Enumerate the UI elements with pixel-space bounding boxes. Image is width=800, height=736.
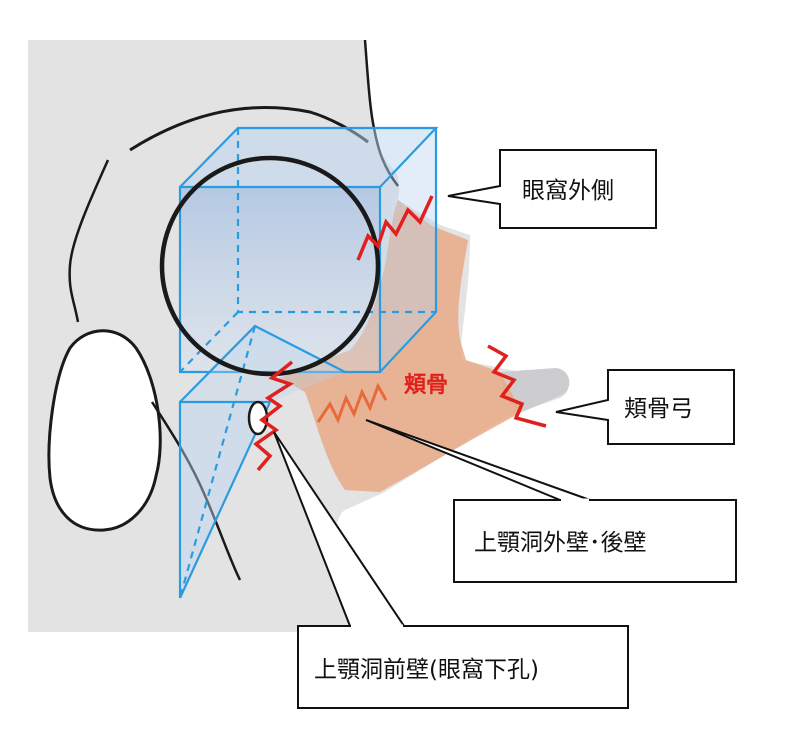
fracture-zygomatic-arch: [487, 344, 547, 428]
buttress-model: [178, 126, 439, 599]
callout-zygomatic-arch-box: [555, 369, 735, 445]
zygoma-label: 頬骨: [404, 373, 448, 398]
nasal-aperture: [47, 329, 162, 532]
upper-cube-hidden-diagonal: [179, 311, 239, 373]
callout-maxillary-lateral-box: [453, 499, 737, 583]
nasal-line: [68, 159, 110, 323]
upper-cube-top-edges: [179, 126, 439, 188]
lower-prism-hidden-slant: [178, 325, 257, 599]
callout-maxillary-anterior: 上顎洞前壁(眼窩下孔): [273, 431, 629, 709]
maxilla-outline: [150, 401, 242, 581]
callout-maxillary-lateral-text: 上顎洞外壁･後壁: [474, 530, 647, 556]
callout-orbit-lateral-text: 眼窩外側: [522, 178, 614, 204]
callout-zygomatic-arch: 頬骨弓: [555, 369, 735, 445]
lower-prism-front-slant: [179, 401, 271, 599]
callout-maxillary-anterior-box: [297, 625, 629, 709]
callout-maxillary-lateral: 上顎洞外壁･後壁: [365, 419, 737, 583]
lower-prism-top: [180, 326, 345, 402]
zygoma-bone: [280, 200, 522, 492]
callout-zygomatic-arch-text: 頬骨弓: [624, 396, 693, 422]
upper-cube-top-face: [180, 128, 436, 187]
fracture-lines: [253, 195, 547, 472]
fracture-orbit-lateral: [356, 195, 434, 261]
fracture-maxillary-spring: [316, 382, 388, 424]
callout-orbit-lateral: 眼窩外側: [447, 149, 657, 229]
callout-orbit-lateral-box: [447, 149, 657, 229]
fracture-anterior-wall: [253, 360, 295, 472]
upper-cube-front-face: [180, 187, 380, 372]
orbit-rim: [159, 155, 381, 377]
callout-maxillary-anterior-text: 上顎洞前壁(眼窩下孔): [314, 657, 539, 683]
